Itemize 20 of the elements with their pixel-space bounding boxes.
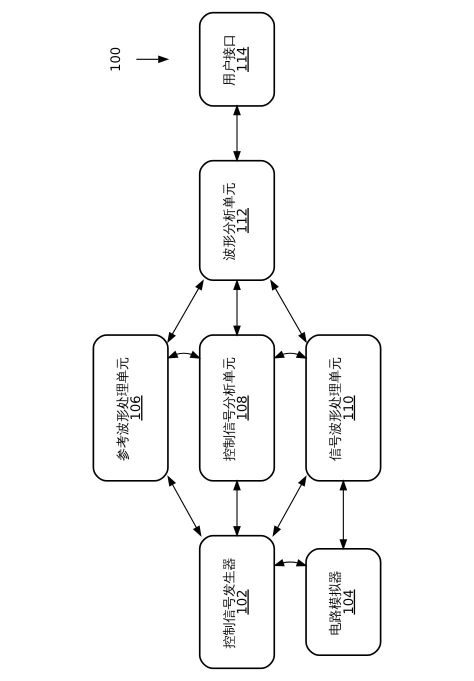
node-box: 控制信号分析单元 108	[198, 334, 276, 482]
node-box: 波形分析单元 112	[198, 160, 276, 282]
node-box: 控制信号发生器 102	[198, 534, 276, 670]
arrow	[233, 104, 241, 162]
arrow	[273, 558, 308, 566]
arrow	[340, 479, 348, 550]
arrow	[273, 350, 308, 359]
node-box: 参考波形处理单元 106	[92, 334, 169, 482]
arrow	[270, 279, 307, 344]
arrow	[233, 479, 241, 538]
arrow	[136, 55, 170, 64]
node-box: 电路模拟器 104	[305, 548, 382, 656]
arrow	[272, 475, 307, 537]
arrow	[233, 279, 241, 337]
node-box: 信号波形处理单元 110	[305, 334, 382, 482]
node-text: 100	[108, 46, 124, 72]
arrow	[167, 475, 202, 537]
arrow	[166, 350, 202, 359]
node-box: 用户接口 114	[198, 12, 276, 107]
arrow	[167, 279, 204, 344]
